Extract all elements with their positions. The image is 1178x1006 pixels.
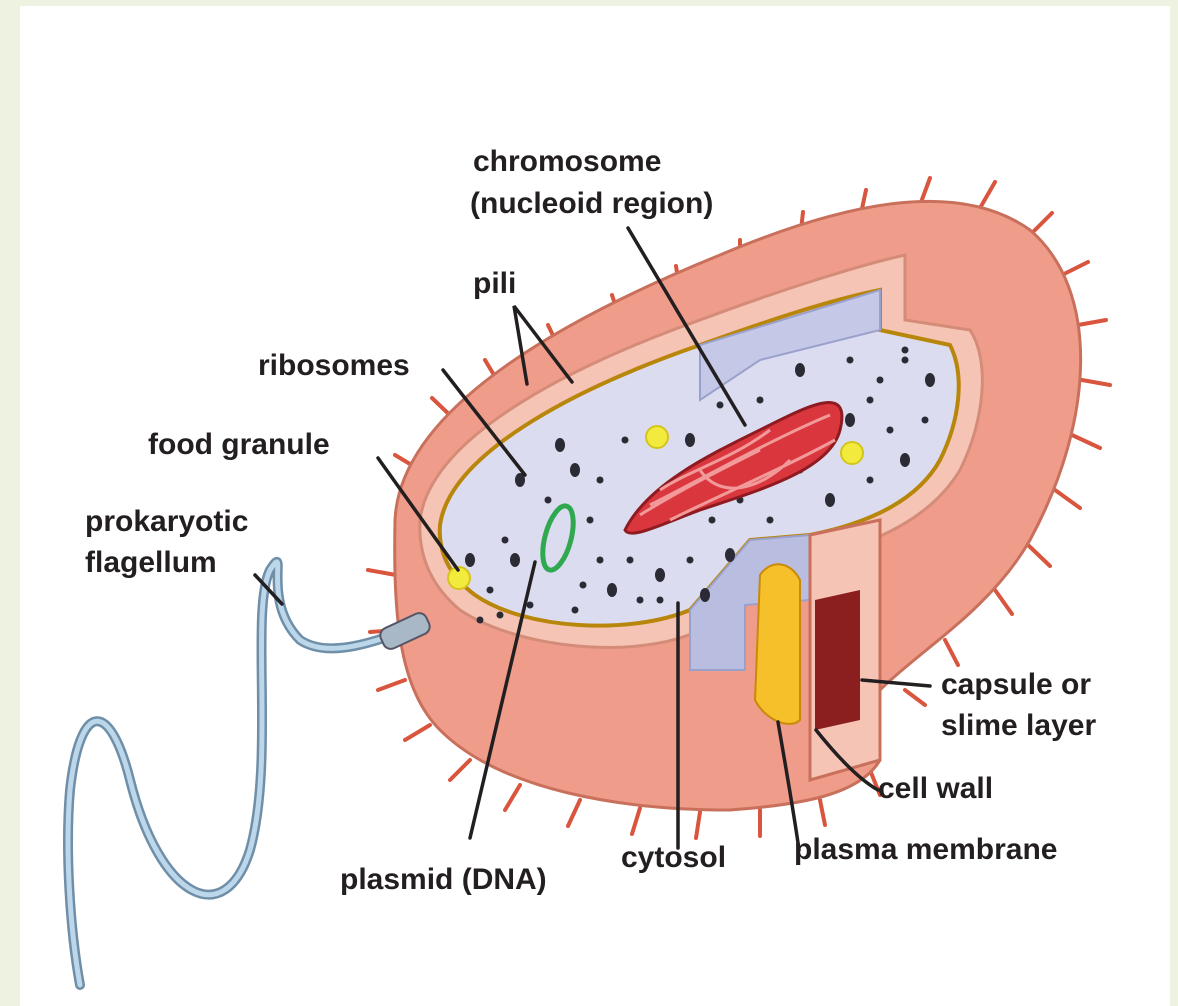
- pilus-spike: [905, 690, 925, 705]
- ribosome-dot: [847, 357, 854, 364]
- pilus-spike: [1078, 320, 1106, 325]
- ribosome-dot: [922, 417, 929, 424]
- pilus-spike: [368, 570, 396, 575]
- pilus-spike: [980, 182, 995, 208]
- ribosome-dot: [502, 537, 509, 544]
- pilus-spike: [378, 680, 405, 690]
- label-food-granule: food granule: [148, 427, 330, 463]
- ribosome-dot: [597, 557, 604, 564]
- ribosome-dot: [607, 583, 617, 597]
- ribosome-dot: [510, 553, 520, 567]
- ribosome-dot: [867, 477, 874, 484]
- ribosome-dot: [709, 517, 716, 524]
- pilus-spike: [820, 800, 825, 825]
- ribosome-dot: [902, 347, 909, 354]
- food-granule-shape: [841, 442, 863, 464]
- pilus-spike: [995, 590, 1012, 614]
- label-plasmid: plasmid (DNA): [340, 862, 547, 898]
- ribosome-dot: [545, 497, 552, 504]
- ribosome-dot: [900, 453, 910, 467]
- ribosome-dot: [887, 427, 894, 434]
- label-pili: pili: [473, 266, 516, 302]
- ribosome-dot: [867, 397, 874, 404]
- wall-cross-section-dark: [815, 590, 860, 730]
- ribosome-dot: [555, 438, 565, 452]
- pilus-spike: [405, 725, 430, 740]
- label-ribosomes: ribosomes: [258, 348, 410, 384]
- ribosome-dot: [685, 433, 695, 447]
- pilus-spike: [1072, 435, 1100, 448]
- ribosome-dot: [572, 607, 579, 614]
- label-slime-layer: slime layer: [941, 708, 1096, 744]
- ribosome-dot: [657, 597, 664, 604]
- ribosome-dot: [597, 477, 604, 484]
- ribosome-dot: [902, 357, 909, 364]
- food-granule-shape: [646, 426, 668, 448]
- label-plasma-membrane: plasma membrane: [794, 832, 1057, 868]
- ribosome-dot: [527, 602, 534, 609]
- flagellum-highlight: [68, 562, 420, 985]
- ribosome-dot: [825, 493, 835, 507]
- pilus-spike: [450, 760, 470, 780]
- ribosome-dot: [845, 413, 855, 427]
- ribosome-dot: [622, 437, 629, 444]
- label-flagellum: flagellum: [85, 545, 217, 581]
- ribosome-dot: [767, 517, 774, 524]
- label-chromosome: chromosome: [473, 144, 661, 180]
- label-cell-wall: cell wall: [878, 771, 993, 807]
- ribosome-dot: [795, 363, 805, 377]
- ribosome-dot: [487, 587, 494, 594]
- pilus-spike: [568, 800, 580, 826]
- ribosome-dot: [877, 377, 884, 384]
- ribosome-dot: [925, 373, 935, 387]
- ribosome-dot: [465, 553, 475, 567]
- pilus-spike: [696, 812, 700, 838]
- ribosome-dot: [497, 612, 504, 619]
- pilus-spike: [1028, 545, 1050, 566]
- ribosome-dot: [580, 582, 587, 589]
- pilus-spike: [505, 785, 520, 810]
- ribosome-dot: [627, 557, 634, 564]
- label-capsule: capsule or: [941, 667, 1091, 703]
- pilus-spike: [632, 808, 640, 834]
- flagellum-shape: [68, 562, 420, 985]
- ribosome-dot: [477, 617, 484, 624]
- pilus-spike: [1082, 380, 1110, 385]
- ribosome-dot: [655, 568, 665, 582]
- label-nucleoid-region: (nucleoid region): [470, 186, 713, 222]
- pilus-spike: [1062, 262, 1088, 275]
- ribosome-dot: [725, 548, 735, 562]
- label-prokaryotic: prokaryotic: [85, 504, 248, 540]
- pilus-spike: [945, 640, 958, 665]
- ribosome-dot: [687, 557, 694, 564]
- ribosome-dot: [757, 397, 764, 404]
- ribosome-dot: [717, 402, 724, 409]
- label-cytosol: cytosol: [621, 840, 726, 876]
- ribosome-dot: [587, 517, 594, 524]
- ribosome-dot: [637, 597, 644, 604]
- ribosome-dot: [700, 588, 710, 602]
- pilus-spike: [1055, 490, 1080, 508]
- membrane-flap: [755, 564, 800, 724]
- ribosome-dot: [570, 463, 580, 477]
